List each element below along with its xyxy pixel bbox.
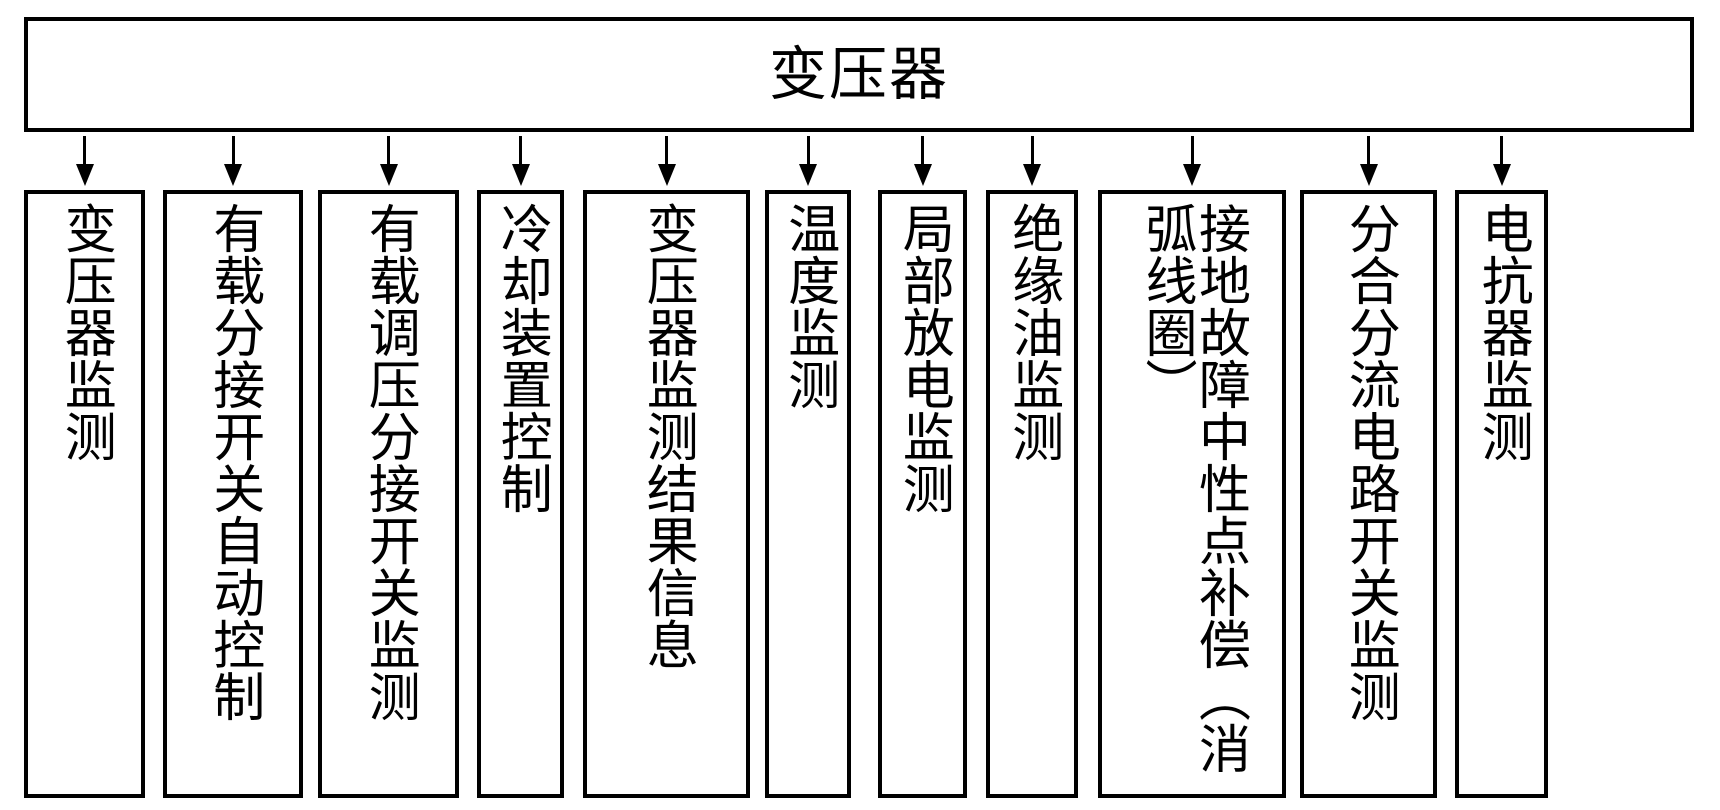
- leaf-node-label: 局部放电监测: [894, 202, 952, 514]
- leaf-node-label: 冷却装置控制: [492, 202, 550, 514]
- leaf-node-6[interactable]: 温度监测: [765, 190, 851, 798]
- leaf-node-label: 接地故障中性点补偿（消弧线圈）: [1137, 202, 1248, 774]
- connector-stem: [806, 136, 810, 170]
- connector-stem: [665, 136, 668, 170]
- connector-stem: [1367, 136, 1370, 170]
- arrow-head-icon: [1492, 164, 1511, 186]
- leaf-node-5[interactable]: 变压器监测结果信息: [583, 190, 750, 798]
- leaf-node-10[interactable]: 分合分流电路开关监测: [1300, 190, 1437, 798]
- leaf-node-label: 有载分接开关自动控制: [204, 202, 262, 722]
- connector-stem: [387, 136, 390, 170]
- leaf-node-label: 温度监测: [779, 202, 837, 410]
- arrow-head-icon: [379, 164, 398, 186]
- arrow-head-icon: [913, 164, 932, 186]
- arrow-head-icon: [224, 164, 242, 186]
- leaf-node-label: 电抗器监测: [1473, 202, 1531, 462]
- leaf-node-label: 绝缘油监测: [1003, 202, 1061, 462]
- connector-stem: [1500, 136, 1503, 170]
- root-node-transformer: 变压器: [24, 17, 1694, 132]
- leaf-node-8[interactable]: 绝缘油监测: [986, 190, 1078, 798]
- arrow-head-icon: [75, 164, 94, 186]
- connector-stem: [1030, 136, 1034, 170]
- connector-stem: [1190, 136, 1194, 170]
- connector-stem: [921, 136, 924, 170]
- leaf-node-11[interactable]: 电抗器监测: [1455, 190, 1548, 798]
- connector-stem: [519, 136, 522, 170]
- leaf-node-label: 变压器监测: [56, 202, 114, 462]
- arrow-head-icon: [1183, 164, 1201, 186]
- arrow-head-icon: [511, 164, 530, 186]
- arrow-head-icon: [657, 164, 676, 186]
- arrow-head-icon: [799, 164, 817, 186]
- arrow-head-icon: [1359, 164, 1378, 186]
- leaf-node-3[interactable]: 有载调压分接开关监测: [318, 190, 459, 798]
- leaf-node-label: 变压器监测结果信息: [638, 202, 696, 670]
- connector-stem: [231, 136, 235, 170]
- leaf-node-7[interactable]: 局部放电监测: [878, 190, 967, 798]
- connector-stem: [83, 136, 86, 170]
- arrow-head-icon: [1023, 164, 1041, 186]
- leaf-node-label: 有载调压分接开关监测: [360, 202, 418, 722]
- root-node-label: 变压器: [768, 41, 949, 107]
- leaf-node-label: 分合分流电路开关监测: [1340, 202, 1398, 722]
- leaf-node-2[interactable]: 有载分接开关自动控制: [163, 190, 303, 798]
- leaf-node-9[interactable]: 接地故障中性点补偿（消弧线圈）: [1098, 190, 1286, 798]
- leaf-node-4[interactable]: 冷却装置控制: [477, 190, 564, 798]
- leaf-node-1[interactable]: 变压器监测: [24, 190, 145, 798]
